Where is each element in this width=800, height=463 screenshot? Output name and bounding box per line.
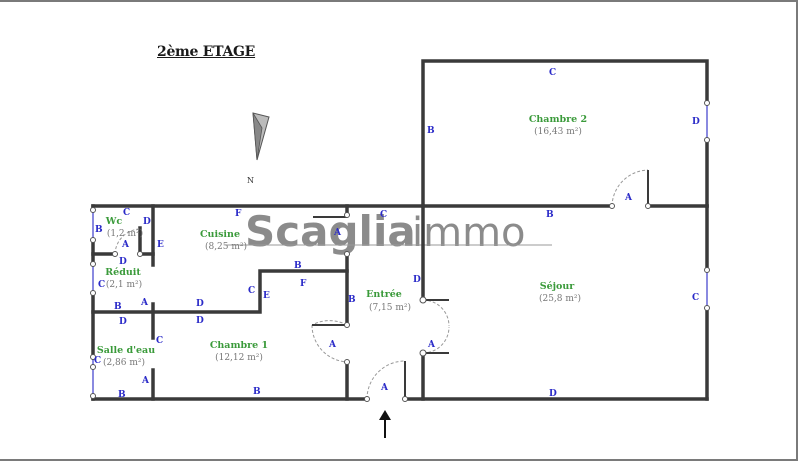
label-a: A xyxy=(333,228,342,238)
label-a: A xyxy=(141,376,150,386)
room-area-entree: (7,15 m²) xyxy=(369,302,411,313)
label-d: D xyxy=(549,389,557,399)
label-a: A xyxy=(427,340,436,350)
walls xyxy=(91,59,709,401)
wall-labels: C B D A B C D D A C B A A A F B F C E D … xyxy=(94,68,700,400)
room-name-sejour: Séjour xyxy=(540,281,576,292)
room-name-cuisine: Cuisine xyxy=(200,229,240,240)
label-c: C xyxy=(98,280,105,290)
label-a: A xyxy=(380,383,389,393)
room-name-reduit: Réduit xyxy=(105,267,141,278)
label-c: C xyxy=(156,336,163,346)
label-e: E xyxy=(157,240,164,250)
floor-title: 2ème ETAGE xyxy=(157,44,256,60)
label-a: A xyxy=(328,340,337,350)
label-d: D xyxy=(143,217,151,227)
label-f: F xyxy=(300,279,307,289)
label-d: D xyxy=(413,275,421,285)
label-a: A xyxy=(624,193,633,203)
entrance-arrow-icon xyxy=(379,410,391,438)
room-labels: Chambre 2 (16,43 m²) Séjour (25,8 m²) En… xyxy=(97,114,587,368)
label-d: D xyxy=(119,257,127,267)
label-b: B xyxy=(253,387,261,397)
room-name-salle-d-eau: Salle d'eau xyxy=(97,345,155,356)
compass-label: N xyxy=(247,176,254,185)
watermark-brand: Scaglia xyxy=(245,207,416,256)
label-d: D xyxy=(196,316,204,326)
label-c: C xyxy=(380,210,387,220)
room-area-wc: (1,2 m²) xyxy=(107,228,143,239)
room-name-wc: Wc xyxy=(105,216,123,227)
room-name-chambre-2: Chambre 2 xyxy=(529,114,587,125)
label-f: F xyxy=(235,209,242,219)
watermark-suffix: immo xyxy=(412,210,526,256)
watermark-logo: Scaglia immo xyxy=(225,207,552,256)
label-b: B xyxy=(118,390,126,400)
label-b: B xyxy=(114,302,122,312)
windows xyxy=(92,103,708,396)
label-c: C xyxy=(94,356,101,366)
label-d: D xyxy=(119,317,127,327)
room-area-reduit: (2,1 m²) xyxy=(106,279,142,290)
label-b: B xyxy=(427,126,435,136)
room-area-sejour: (25,8 m²) xyxy=(539,293,581,304)
room-area-chambre-1: (12,12 m²) xyxy=(215,352,263,363)
label-b: B xyxy=(95,225,103,235)
room-area-salle-d-eau: (2,86 m²) xyxy=(103,357,145,368)
room-name-entree: Entrée xyxy=(366,289,402,300)
label-b: B xyxy=(294,261,302,271)
label-c: C xyxy=(692,293,699,303)
label-c: C xyxy=(248,286,255,296)
label-e: E xyxy=(263,291,270,301)
room-area-chambre-2: (16,43 m²) xyxy=(534,126,582,137)
doors xyxy=(90,100,710,402)
label-d: D xyxy=(692,117,700,127)
room-name-chambre-1: Chambre 1 xyxy=(210,340,268,351)
label-b: B xyxy=(348,295,356,305)
label-c: C xyxy=(549,68,556,78)
label-a: A xyxy=(121,240,130,250)
label-b: B xyxy=(546,210,554,220)
room-area-cuisine: (8,25 m²) xyxy=(205,241,247,252)
label-d: D xyxy=(196,299,204,309)
label-c: C xyxy=(123,208,130,218)
label-a: A xyxy=(140,298,149,308)
compass-north-arrow-icon: N xyxy=(247,112,270,185)
